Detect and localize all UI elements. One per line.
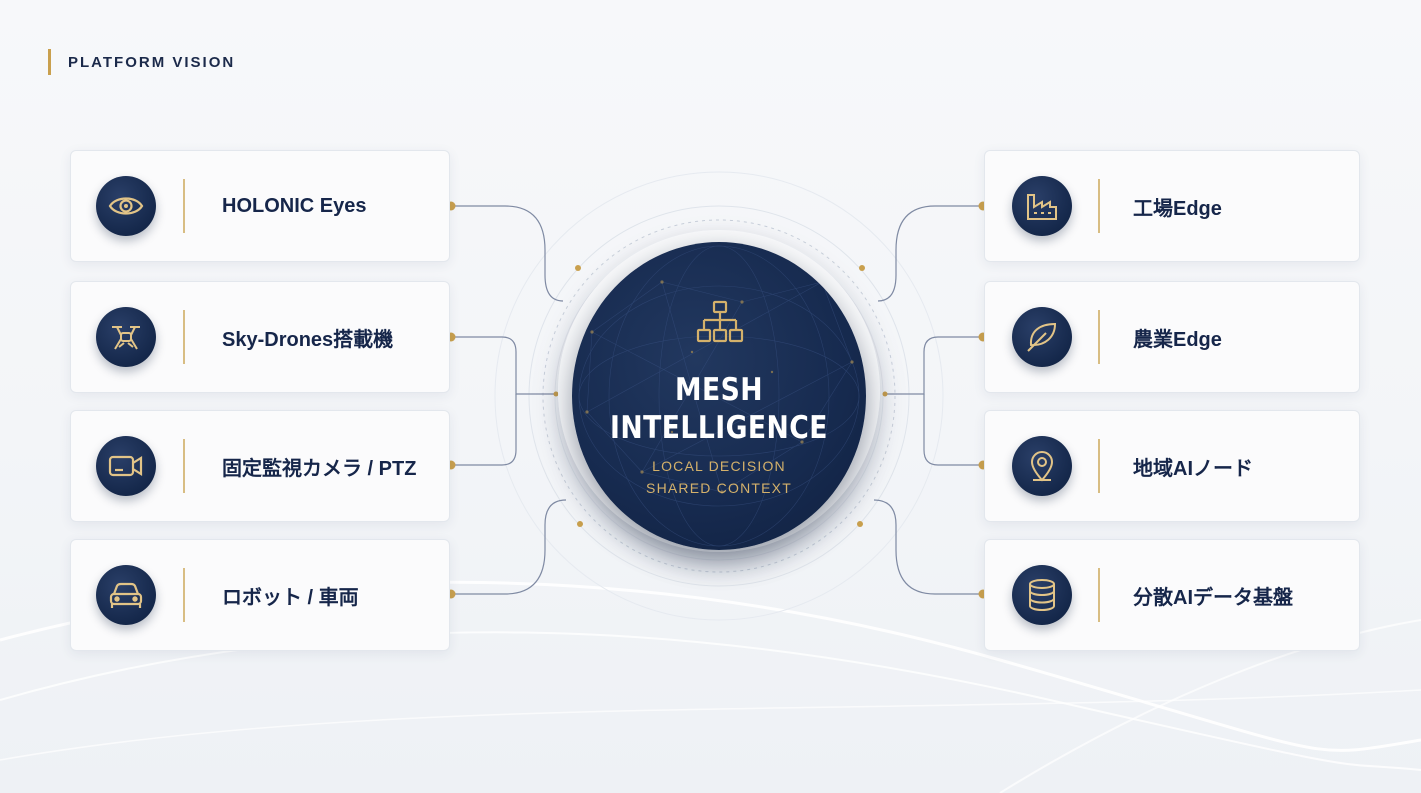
connector-left-4 <box>451 499 567 595</box>
node-factory-edge: 工場Edge <box>984 150 1360 262</box>
node-label: 固定監視カメラ / PTZ <box>222 457 417 480</box>
mesh-network-pattern <box>578 245 860 547</box>
middle-ring <box>528 205 910 587</box>
connector-left-1 <box>451 205 564 302</box>
node-label: 工場Edge <box>1133 197 1222 220</box>
node-divider <box>1098 439 1100 493</box>
node-fixed-camera: 固定監視カメラ / PTZ <box>70 410 450 522</box>
node-regional-ai: 地域AIノード <box>984 410 1360 522</box>
section-eyebrow: PLATFORM VISION <box>48 48 235 76</box>
node-divider <box>183 310 185 364</box>
dashed-ring <box>542 219 896 573</box>
connector-left-2 <box>451 336 556 395</box>
mesh-intelligence-hub: MESH INTELLIGENCE LOCAL DECISION SHARED … <box>572 242 866 550</box>
node-robot-vehicle: ロボット / 車両 <box>70 539 450 651</box>
node-label: 分散AIデータ基盤 <box>1133 586 1293 609</box>
node-divider <box>183 439 185 493</box>
node-divider <box>1098 179 1100 233</box>
node-divider <box>1098 310 1100 364</box>
connector-right-4 <box>873 499 983 595</box>
connector-left-3 <box>451 394 517 466</box>
hub-subtitle-line1: LOCAL DECISION <box>652 458 786 474</box>
location-pin-icon <box>1012 436 1072 496</box>
factory-icon <box>1012 176 1072 236</box>
connector-right-2 <box>885 336 983 395</box>
node-divider <box>183 568 185 622</box>
node-label: ロボット / 車両 <box>222 586 359 609</box>
hierarchy-icon <box>696 300 744 351</box>
node-divider <box>1098 568 1100 622</box>
node-agriculture-edge: 農業Edge <box>984 281 1360 393</box>
connector-right-3 <box>923 394 983 466</box>
hub-subtitle-line2: SHARED CONTEXT <box>646 480 792 496</box>
outer-ring <box>494 171 944 621</box>
connector-right-1 <box>877 205 983 302</box>
node-label: 地域AIノード <box>1133 457 1253 480</box>
hub-title-line2: INTELLIGENCE <box>610 410 828 446</box>
eye-icon <box>96 176 156 236</box>
camera-icon <box>96 436 156 496</box>
node-divider <box>183 179 185 233</box>
car-icon <box>96 565 156 625</box>
leaf-icon <box>1012 307 1072 367</box>
eyebrow-title: PLATFORM VISION <box>68 53 236 71</box>
hub-title-line1: MESH <box>675 372 763 408</box>
node-distributed-data: 分散AIデータ基盤 <box>984 539 1360 651</box>
node-label: HOLONIC Eyes <box>222 194 367 217</box>
node-sky-drones: Sky-Drones搭載機 <box>70 281 450 393</box>
eyebrow-accent-bar <box>48 49 51 75</box>
node-label: 農業Edge <box>1133 328 1222 351</box>
node-label: Sky-Drones搭載機 <box>222 328 394 351</box>
node-holonic-eyes: HOLONIC Eyes <box>70 150 450 262</box>
database-icon <box>1012 565 1072 625</box>
drone-icon <box>96 307 156 367</box>
